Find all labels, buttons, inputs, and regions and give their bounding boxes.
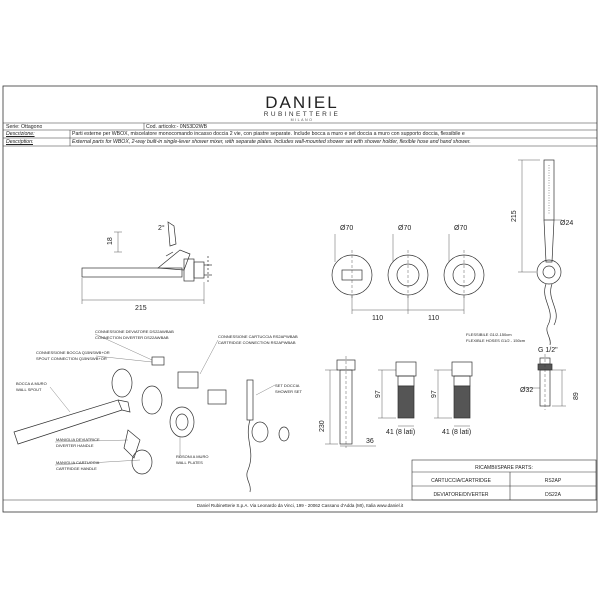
label-bocca-en: WALL SPOUT (16, 387, 42, 392)
dim-d70-c: Ø70 (454, 225, 467, 232)
dim-41-a: 41 (8 lati) (386, 429, 415, 436)
front-plates-view (331, 234, 485, 314)
label-maniglia-cart-en: CARTRIDGE HANDLE (56, 466, 97, 471)
serie-label: Serie: Ottagono (6, 124, 43, 130)
dim-230: 230 (319, 420, 326, 432)
dim-g12: G 1/2" (538, 347, 558, 354)
parts-row-2-name: DEVIATORE/DIVERTER (433, 492, 488, 498)
descrizione-label: Descrizione: (6, 131, 35, 137)
spout-side-view (81, 221, 212, 304)
label-rosoni-it: ROSONI A MURO (176, 454, 208, 459)
code-label: Cod. articolo:- 0N53D2WB (146, 124, 208, 130)
dim-2deg: 2° (158, 224, 165, 232)
parts-row-1-code: RS2AP (545, 478, 562, 484)
dim-d24: Ø24 (560, 220, 573, 227)
dim-97-a: 97 (375, 390, 382, 398)
label-maniglia-dev-it: MANIGLIA DEVIATRICE (56, 437, 100, 442)
dim-d70-b: Ø70 (398, 225, 411, 232)
descrizione-text: Parti esterne per WBOX, miscelatore mono… (72, 131, 465, 137)
label-conn-bocca-en: SPOUT CONNECTION Q15NSWB+OR (36, 356, 107, 361)
parts-table-title: RICAMBI/SPARE PARTS: (475, 465, 533, 471)
dim-97-b: 97 (431, 390, 438, 398)
dim-110-a: 110 (372, 315, 383, 322)
spout-profile-view (325, 356, 376, 448)
sheet-frame (2, 85, 598, 513)
hose-label-en: FLEXIBLE HOSES G1/2 - 150cm (466, 338, 526, 343)
label-conn-deviatore-en: CONNECTION DIVERTER DS22AWBAB (95, 335, 169, 340)
label-maniglia-dev-en: DIVERTER HANDLE (56, 443, 94, 448)
hose-label-it: FLESSIBILE G1/2-150cm (466, 332, 512, 337)
dim-215-shower: 215 (511, 210, 518, 222)
label-maniglia-cart-it: MANIGLIA CARTUCCIA (56, 460, 100, 465)
parts-row-2-code: DS22A (545, 492, 562, 498)
dim-215-side: 215 (135, 305, 147, 312)
cartridge-2-view (434, 361, 473, 427)
dim-36: 36 (366, 438, 374, 445)
dim-89: 89 (573, 392, 580, 400)
shower-set-view (518, 159, 562, 346)
label-conn-cart-it: CONNESSIONE CARTUCCIA RS2APWBAB (218, 334, 298, 339)
dim-18: 18 (107, 237, 114, 245)
dim-d32: Ø32 (520, 387, 533, 394)
label-conn-cart-en: CARTRIDGE CONNECTION RS2APWBAB (218, 340, 296, 345)
footer-address: Daniel Rubinetterie S.p.A. Via Leonardo … (197, 503, 404, 508)
cartridge-1-view (378, 361, 417, 427)
label-conn-bocca-it: CONNESSIONE BOCCA Q15NSWB+OR (36, 350, 110, 355)
exploded-view (13, 333, 290, 493)
description-text: External parts for WBOX, 2-way built-in … (72, 139, 471, 145)
dim-41-b: 41 (8 lati) (442, 429, 471, 436)
brand-sub: RUBINETTERIE (263, 111, 341, 118)
dim-d70-a: Ø70 (340, 225, 353, 232)
label-bocca-it: BOCCA A MURO (16, 381, 47, 386)
label-conn-deviatore-it: CONNESSIONE DEVIATORE DS22AWBAB (95, 329, 174, 334)
label-rosoni-en: WALL PLATES (176, 460, 203, 465)
description-label: Description: (6, 139, 34, 145)
brand-name: DANIEL (265, 93, 339, 112)
label-set-doccia-it: SET DOCCIA (275, 383, 300, 388)
label-set-doccia-en: SHOWER SET (275, 389, 302, 394)
brand-logo: DANIEL RUBINETTERIE MILANO (262, 93, 342, 122)
dim-110-b: 110 (428, 315, 439, 322)
connector-g12-view (524, 354, 566, 410)
brand-city: MILANO (290, 118, 314, 122)
parts-row-1-name: CARTUCCIA/CARTRIDGE (431, 478, 491, 484)
